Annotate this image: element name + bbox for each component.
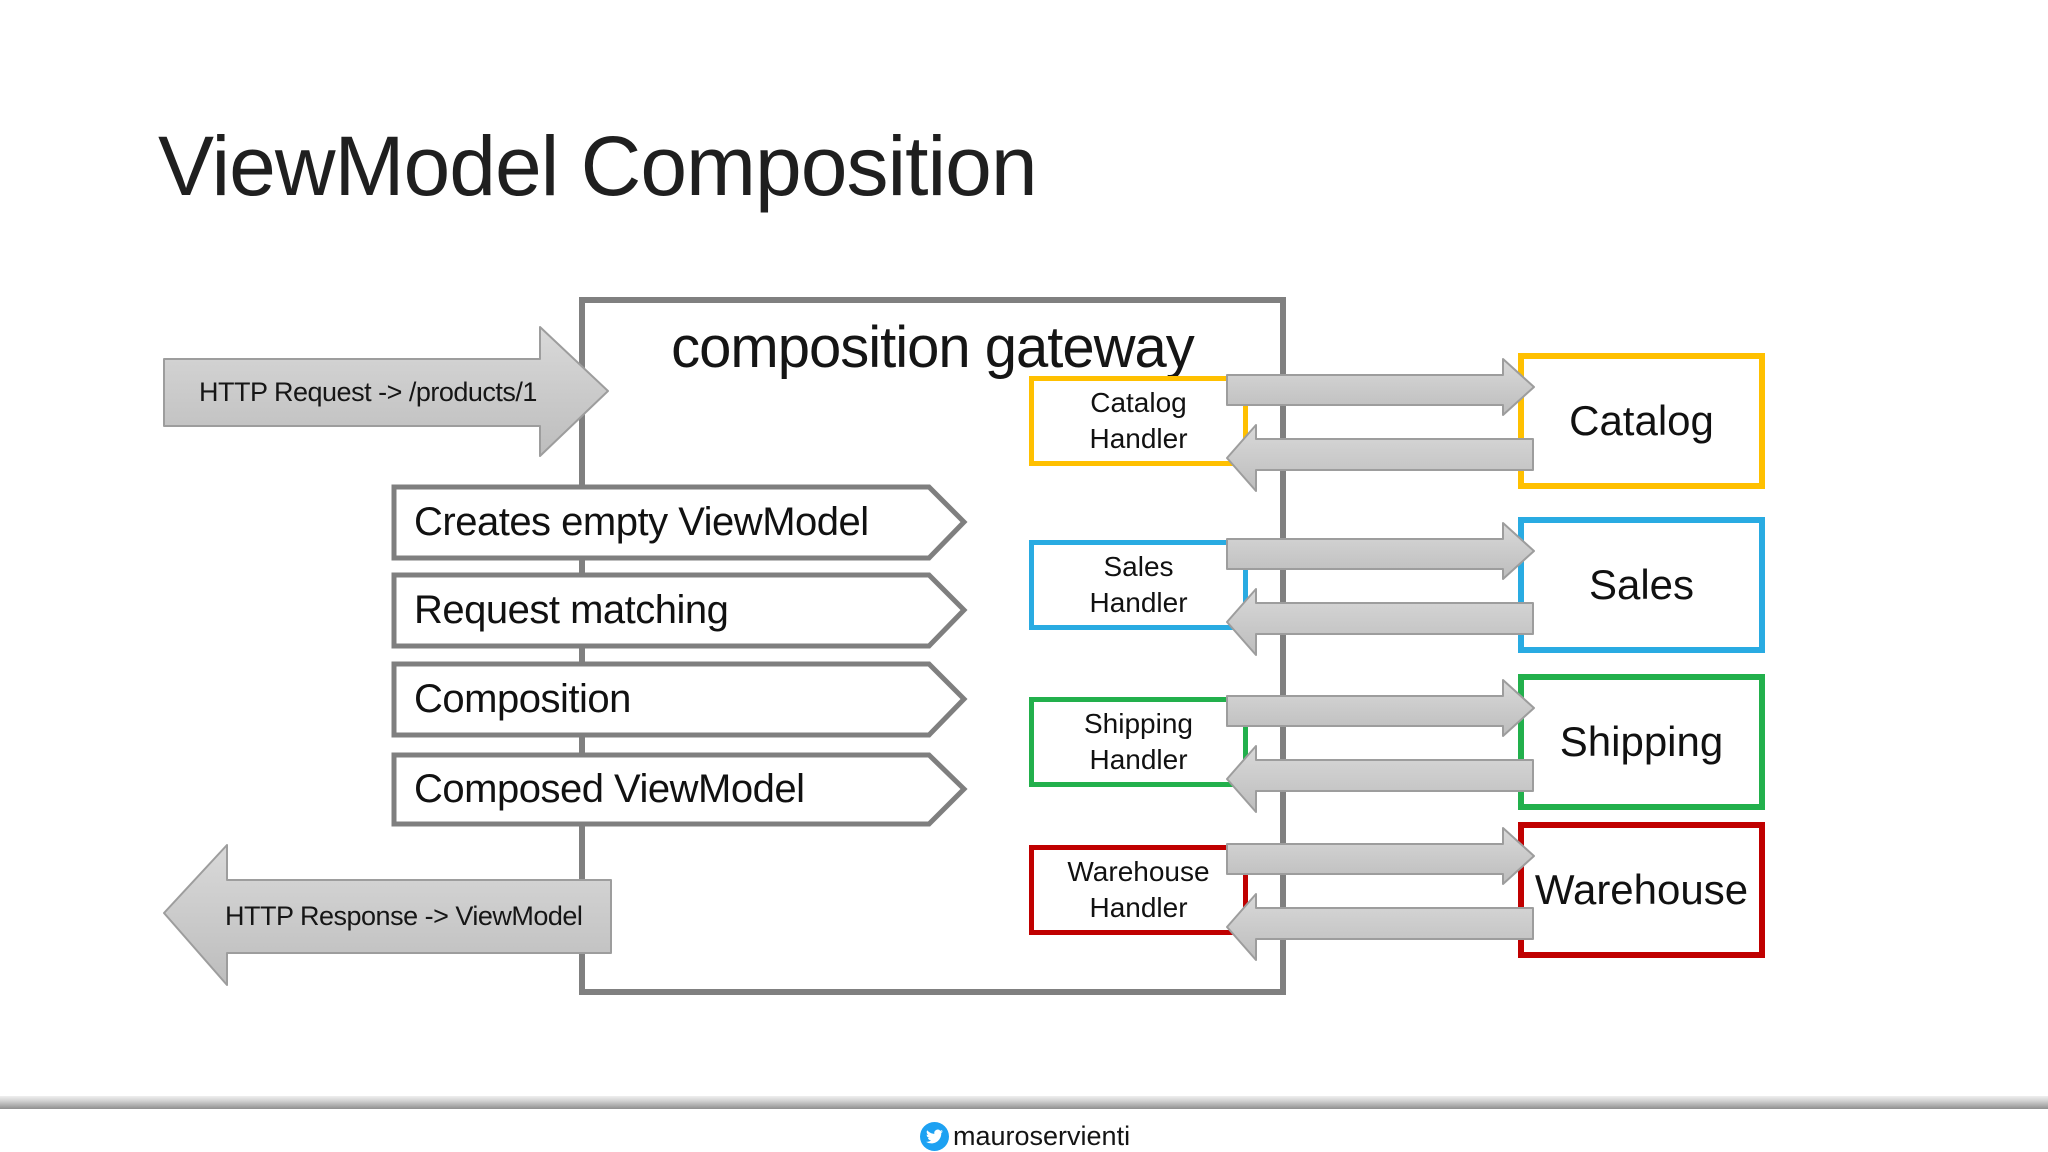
sales-service-box: Sales	[1518, 517, 1765, 653]
sales-handler-box: Sales Handler	[1029, 540, 1248, 630]
twitter-bird-icon	[920, 1121, 949, 1151]
step-composed-viewmodel-label: Composed ViewModel	[414, 767, 805, 811]
footer-twitter-handle: mauroservienti	[953, 1120, 1131, 1151]
footer-divider	[0, 1096, 2048, 1109]
catalog-handler-label-line2: Handler	[1089, 423, 1188, 454]
shipping-service-box: Shipping	[1518, 674, 1765, 810]
footer: mauroservienti	[920, 1120, 1130, 1152]
http-request-arrow-label: HTTP Request -> /products/1	[199, 377, 537, 407]
catalog-handler-box: Catalog Handler	[1029, 376, 1248, 466]
composition-gateway-label: composition gateway	[671, 315, 1195, 380]
shipping-handler-box: Shipping Handler	[1029, 697, 1248, 787]
warehouse-handler-box: Warehouse Handler	[1029, 845, 1248, 935]
http-response-arrow-label: HTTP Response -> ViewModel	[225, 901, 583, 931]
warehouse-service-box: Warehouse	[1518, 822, 1765, 958]
sales-handler-label-line2: Handler	[1089, 587, 1188, 618]
catalog-service-label: Catalog	[1569, 397, 1714, 444]
shipping-handler-label-line2: Handler	[1089, 744, 1188, 775]
catalog-handler-label-line1: Catalog	[1090, 387, 1187, 418]
sales-handler-label-line1: Sales	[1103, 551, 1174, 582]
step-request-matching-label: Request matching	[414, 588, 729, 632]
warehouse-handler-label-line2: Handler	[1089, 892, 1188, 923]
sales-service-label: Sales	[1588, 561, 1695, 608]
page-title: ViewModel Composition	[158, 119, 1038, 213]
step-creates-empty-viewmodel-label: Creates empty ViewModel	[414, 500, 869, 544]
warehouse-service-label: Warehouse	[1534, 866, 1749, 913]
step-composition-label: Composition	[414, 677, 631, 721]
warehouse-handler-label-line1: Warehouse	[1067, 856, 1210, 887]
catalog-service-box: Catalog	[1518, 353, 1765, 489]
shipping-handler-label-line1: Shipping	[1084, 708, 1193, 739]
shipping-service-label: Shipping	[1559, 718, 1724, 765]
